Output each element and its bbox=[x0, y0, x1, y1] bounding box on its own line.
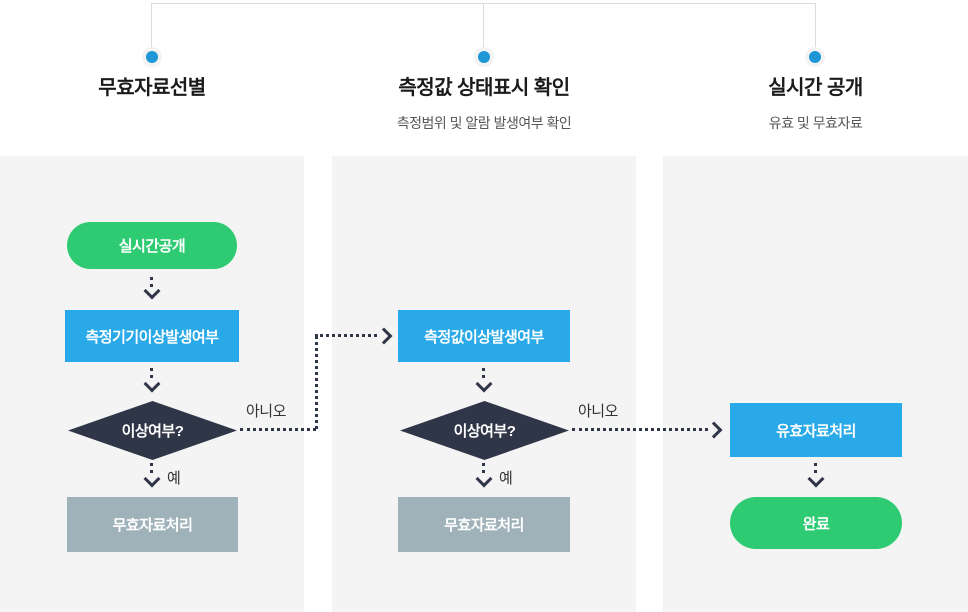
step-header-1: 무효자료선별 bbox=[0, 74, 304, 102]
dotted-connector-horizontal bbox=[572, 428, 708, 431]
dotted-arrow-down bbox=[150, 368, 153, 378]
step-title-2: 측정값 상태표시 확인 bbox=[398, 77, 570, 99]
timeline-dot-1 bbox=[146, 51, 158, 63]
invalid-data-process-node-1: 무효자료처리 bbox=[67, 497, 238, 552]
yes-edge-label-2: 예 bbox=[499, 470, 513, 487]
dotted-arrow-down bbox=[482, 368, 485, 378]
dotted-connector-horizontal bbox=[315, 334, 377, 337]
valid-data-process-node: 유효자료처리 bbox=[730, 403, 902, 457]
timeline-drop-line-1 bbox=[151, 3, 152, 49]
no-edge-label-1: 아니오 bbox=[246, 403, 286, 420]
start-node-realtime-disclosure: 실시간공개 bbox=[67, 222, 237, 269]
timeline-horizontal-line bbox=[152, 3, 816, 4]
step-subtitle-3: 유효 및 무효자료 bbox=[768, 115, 863, 131]
no-edge-label-2: 아니오 bbox=[578, 403, 618, 420]
done-node: 완료 bbox=[730, 497, 902, 549]
step-subtitle-2: 측정범위 및 알람 발생여부 확인 bbox=[396, 115, 572, 131]
step-title-1: 무효자료선별 bbox=[98, 77, 206, 99]
dotted-arrow-down bbox=[150, 463, 153, 473]
dotted-arrow-down bbox=[150, 277, 153, 287]
value-error-check-node: 측정값이상발생여부 bbox=[398, 310, 570, 362]
timeline-dot-3 bbox=[809, 51, 821, 63]
device-error-check-node: 측정기기이상발생여부 bbox=[65, 310, 239, 362]
yes-edge-label-1: 예 bbox=[167, 470, 181, 487]
dotted-connector-horizontal bbox=[240, 428, 316, 431]
dotted-arrow-down bbox=[814, 463, 817, 473]
invalid-data-process-node-2: 무효자료처리 bbox=[398, 497, 570, 552]
timeline-dot-2 bbox=[478, 51, 490, 63]
timeline-drop-line-2 bbox=[483, 3, 484, 49]
timeline-drop-line-3 bbox=[815, 3, 816, 49]
step-header-2: 측정값 상태표시 확인 측정범위 및 알람 발생여부 확인 bbox=[332, 74, 636, 133]
dotted-connector-vertical bbox=[315, 336, 318, 429]
step-header-3: 실시간 공개 유효 및 무효자료 bbox=[663, 74, 968, 133]
step-title-3: 실시간 공개 bbox=[768, 77, 863, 99]
dotted-arrow-down bbox=[482, 463, 485, 473]
